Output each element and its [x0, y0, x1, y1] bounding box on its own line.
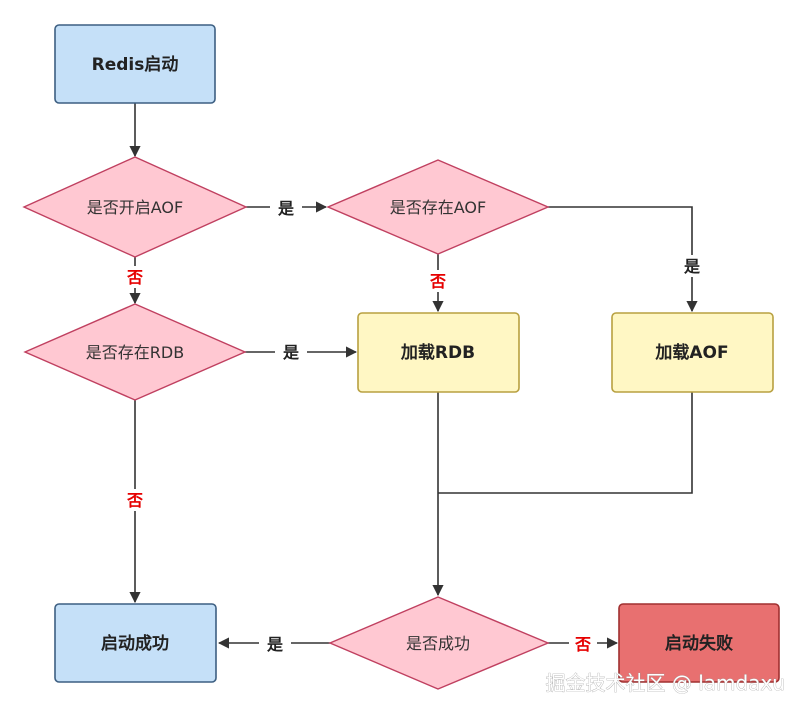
node-start-success: 启动成功 — [54, 603, 217, 683]
decision-rdb-exists: 是否存在RDB — [23, 303, 247, 401]
decision-rdb-exists-label: 是否存在RDB — [86, 343, 184, 362]
label-yes-aof-exists: 是 — [683, 257, 700, 276]
label-no-aof-enabled: 否 — [126, 268, 143, 287]
edge-load-aof-to-merge — [438, 392, 693, 494]
node-start-success-label: 启动成功 — [101, 633, 169, 654]
decision-aof-enabled-label: 是否开启AOF — [87, 198, 183, 217]
label-no-aof-exists: 否 — [429, 272, 446, 291]
label-yes-rdb-exists: 是 — [282, 343, 299, 362]
decision-aof-exists: 是否存在AOF — [326, 159, 550, 255]
label-no-success-check: 否 — [574, 635, 591, 654]
node-redis-start-label: Redis启动 — [92, 54, 179, 75]
node-load-rdb: 加载RDB — [357, 312, 520, 393]
decision-success-check: 是否成功 — [328, 596, 550, 690]
watermark: 掘金技术社区 @ lamdaxu — [546, 671, 785, 695]
label-no-rdb-exists: 否 — [126, 491, 143, 510]
label-yes-aof-enabled: 是 — [277, 199, 294, 218]
node-start-fail-label: 启动失败 — [665, 633, 733, 654]
label-yes-success-check: 是 — [266, 635, 283, 654]
node-load-aof-label: 加载AOF — [654, 342, 728, 363]
node-start-fail: 启动失败 — [618, 603, 780, 683]
edge-aof-exists-to-load-aof — [548, 206, 698, 313]
node-load-aof: 加载AOF — [611, 312, 774, 393]
decision-aof-exists-label: 是否存在AOF — [390, 198, 486, 217]
node-load-rdb-label: 加载RDB — [400, 342, 475, 363]
decision-aof-enabled: 是否开启AOF — [22, 156, 248, 258]
decision-success-check-label: 是否成功 — [406, 634, 470, 653]
node-redis-start: Redis启动 — [54, 24, 216, 104]
edge-label-backgrounds — [122, 197, 705, 655]
